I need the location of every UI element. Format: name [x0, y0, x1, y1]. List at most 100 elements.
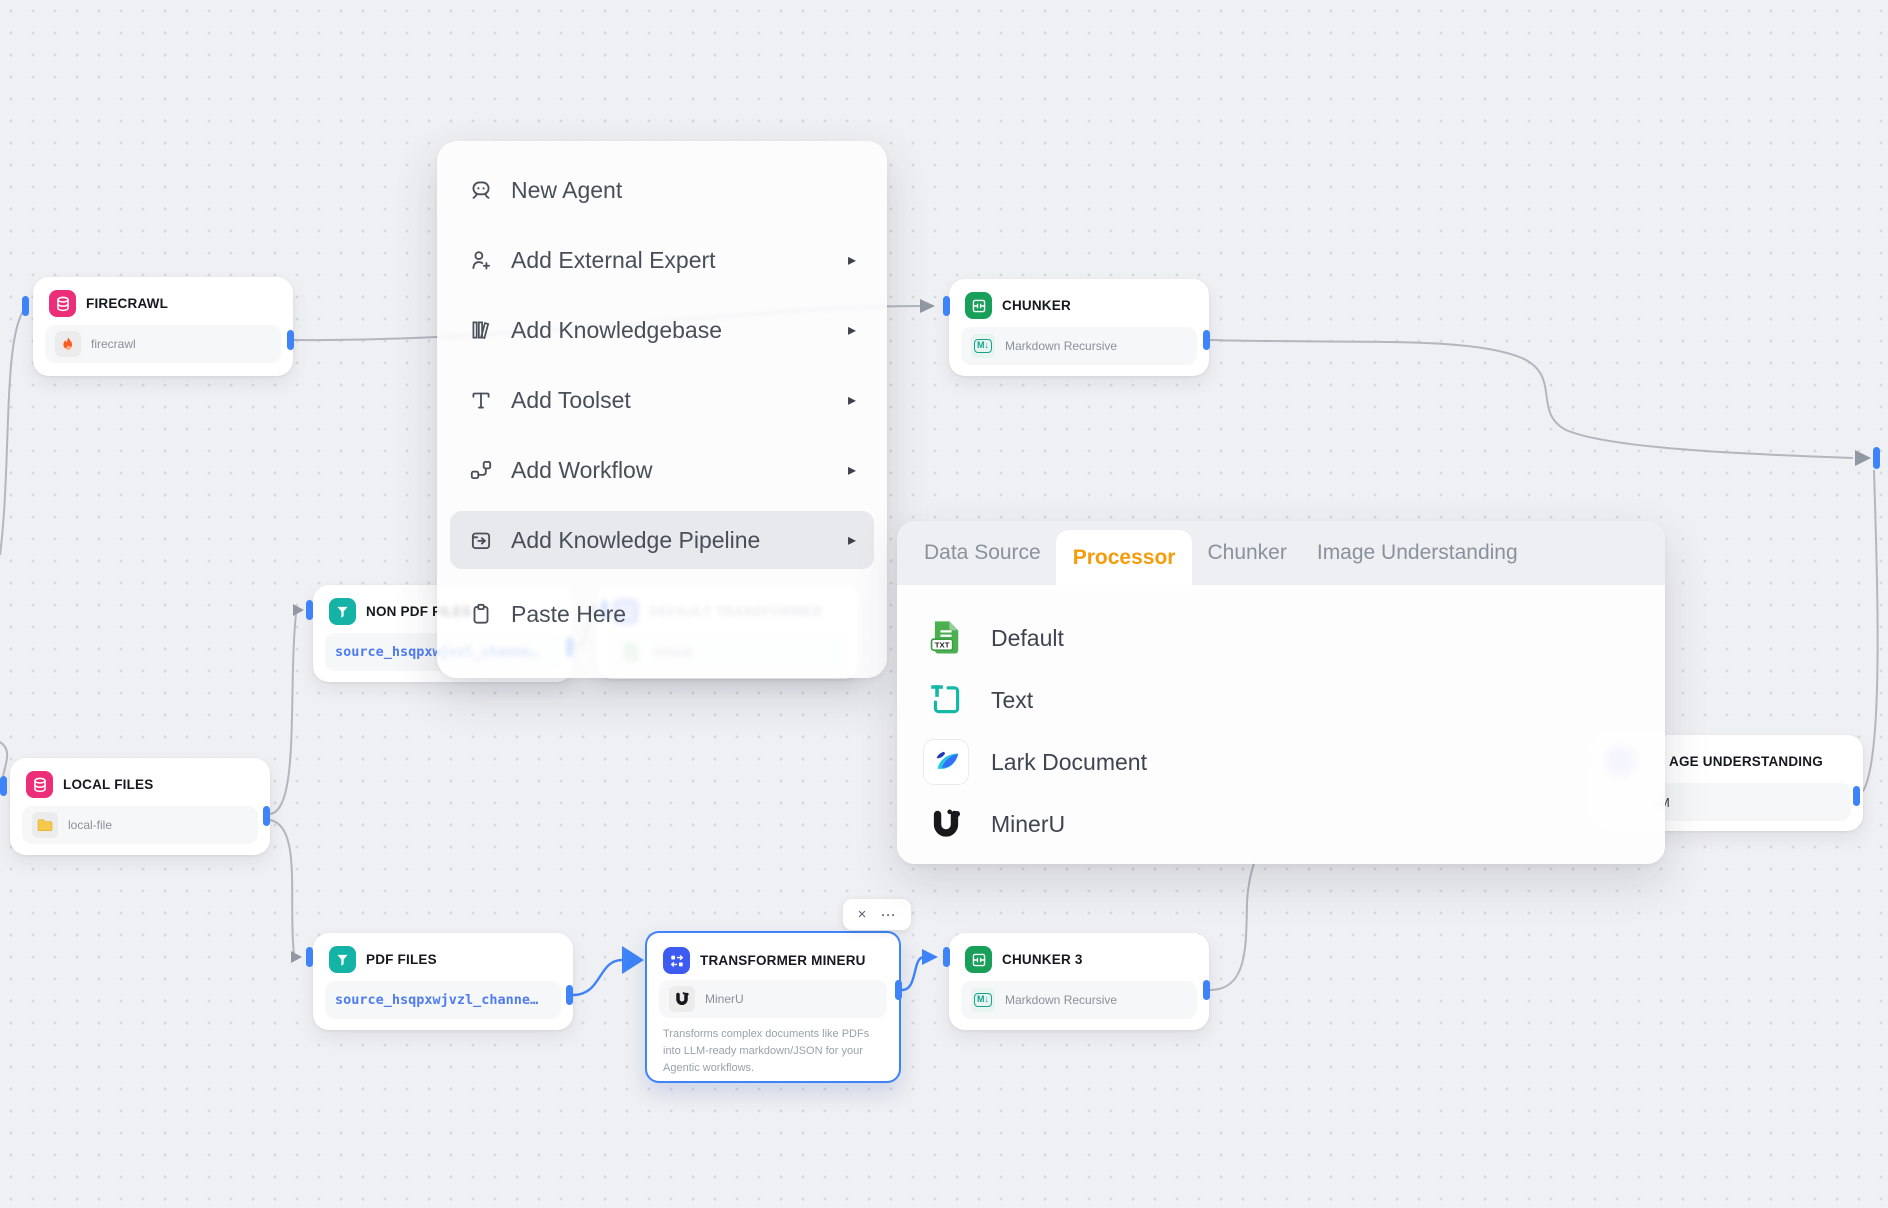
menu-item-paste-here[interactable]: Paste Here — [450, 585, 874, 643]
menu-item-add-knowledge-pipeline[interactable]: Add Knowledge Pipeline ▸ — [450, 511, 874, 569]
menu-item-add-toolset[interactable]: Add Toolset ▸ — [450, 371, 874, 429]
markdown-icon: M↓ — [971, 988, 995, 1012]
picker-item-text[interactable]: Text — [923, 669, 1639, 731]
port-firecrawl-in[interactable] — [22, 296, 29, 316]
node-title: FIRECRAWL — [86, 296, 169, 311]
port-pdf-out[interactable] — [566, 985, 573, 1005]
node-header: LOCAL FILES — [10, 758, 270, 806]
lark-icon — [923, 739, 969, 785]
port-chunker3-in[interactable] — [943, 947, 950, 967]
port-chunker3-out[interactable] — [1203, 980, 1210, 1000]
node-pdf-files[interactable]: PDF FILES source_hsqpxwjvzl_channe… — [313, 933, 573, 1030]
node-header: CHUNKER — [949, 279, 1209, 327]
workflow-icon — [468, 457, 494, 483]
node-header: FIRECRAWL — [33, 277, 293, 325]
picker-item-label: MinerU — [991, 810, 1066, 837]
node-chunker[interactable]: CHUNKER M↓ Markdown Recursive — [949, 279, 1209, 376]
menu-item-add-workflow[interactable]: Add Workflow ▸ — [450, 441, 874, 499]
menu-item-label: Add External Expert — [511, 246, 716, 273]
knowledge-pipeline-picker-panel: Data Source Processor Chunker Image Unde… — [897, 521, 1665, 864]
text-extract-icon — [923, 677, 969, 723]
node-body-label: source_hsqpxwjvzl_channe… — [335, 992, 539, 1008]
node-title: CHUNKER 3 — [1002, 952, 1083, 967]
edge-transformer-to-chunker3 — [901, 955, 925, 992]
port-chunker-out[interactable] — [1203, 330, 1210, 350]
menu-item-label: New Agent — [511, 176, 623, 203]
menu-item-add-knowledgebase[interactable]: Add Knowledgebase ▸ — [450, 301, 874, 359]
menu-item-label: Paste Here — [511, 600, 627, 627]
port-chunker-in[interactable] — [943, 296, 950, 316]
svg-text:TXT: TXT — [935, 640, 950, 649]
port-localfiles-out[interactable] — [263, 806, 270, 826]
arrowhead-blue — [622, 946, 644, 974]
edge-chunker-to-offscreen-right — [1209, 339, 1854, 459]
port-transformer-out[interactable] — [895, 980, 902, 1000]
node-body-field[interactable]: M↓ Markdown Recursive — [961, 327, 1197, 365]
menu-item-add-external-expert[interactable]: Add External Expert ▸ — [450, 231, 874, 289]
transformer-icon — [663, 947, 690, 974]
menu-item-label: Add Workflow — [511, 456, 653, 483]
arrowhead-blue — [922, 949, 938, 965]
database-icon — [49, 290, 76, 317]
menu-item-new-agent[interactable]: New Agent — [450, 161, 874, 219]
port-pdf-in[interactable] — [306, 947, 313, 967]
tab-processor[interactable]: Processor — [1055, 530, 1193, 585]
arrowhead — [920, 299, 935, 313]
port-imageunderstanding-out[interactable] — [1853, 786, 1860, 806]
submenu-arrow-icon: ▸ — [847, 322, 856, 339]
tab-data-source[interactable]: Data Source — [924, 541, 1041, 564]
picker-item-lark-document[interactable]: Lark Document — [923, 731, 1639, 793]
node-body-field[interactable]: MinerU — [659, 980, 887, 1018]
node-title: CHUNKER — [1002, 298, 1071, 313]
submenu-arrow-icon: ▸ — [847, 392, 856, 409]
node-firecrawl[interactable]: FIRECRAWL firecrawl — [33, 277, 293, 376]
submenu-arrow-icon: ▸ — [847, 252, 856, 269]
node-body-field[interactable]: local-file — [22, 806, 258, 844]
node-header: CHUNKER 3 — [949, 933, 1209, 981]
tab-chunker[interactable]: Chunker — [1207, 541, 1287, 564]
tab-image-understanding[interactable]: Image Understanding — [1316, 541, 1518, 564]
node-local-files[interactable]: LOCAL FILES local-file — [10, 758, 270, 855]
node-chunker-3[interactable]: CHUNKER 3 M↓ Markdown Recursive — [949, 933, 1209, 1030]
picker-item-label: Text — [991, 686, 1034, 713]
port-firecrawl-out[interactable] — [287, 330, 294, 350]
port-localfiles-in[interactable] — [0, 776, 7, 796]
node-description: Transforms complex documents like PDFs i… — [663, 1028, 870, 1075]
menu-item-label: Add Knowledgebase — [511, 316, 722, 343]
node-title: LOCAL FILES — [63, 777, 154, 792]
filter-icon — [329, 598, 356, 625]
picker-item-label: Lark Document — [991, 748, 1147, 775]
knowledgebase-icon — [468, 317, 494, 343]
node-title: AGE UNDERSTANDING — [1669, 754, 1823, 769]
submenu-arrow-icon: ▸ — [847, 462, 856, 479]
port-offscreen-node-in[interactable] — [1873, 447, 1880, 469]
picker-item-mineru[interactable]: MinerU — [923, 793, 1639, 855]
picker-item-label: Default — [991, 624, 1064, 651]
clipboard-icon — [468, 601, 494, 627]
node-body-field[interactable]: source_hsqpxwjvzl_channe… — [325, 981, 561, 1019]
submenu-arrow-icon: ▸ — [847, 532, 856, 549]
node-header: TRANSFORMER MINERU — [647, 933, 899, 980]
node-body-label: firecrawl — [91, 337, 136, 351]
chunker-icon — [965, 292, 992, 319]
more-options-icon[interactable]: ··· — [881, 907, 897, 922]
lark-icon-box — [923, 739, 969, 785]
edge-localfiles-to-nonpdf — [269, 613, 297, 815]
knowledge-pipeline-icon — [468, 527, 494, 553]
node-body-field[interactable]: firecrawl — [45, 325, 281, 363]
edge-localfiles-to-pdf — [269, 819, 295, 956]
menu-item-label: Add Toolset — [511, 386, 631, 413]
agent-icon — [468, 177, 494, 203]
picker-item-default[interactable]: TXT Default — [923, 607, 1639, 669]
txt-file-icon: TXT — [923, 615, 969, 661]
filter-icon — [329, 946, 356, 973]
close-icon[interactable]: × — [857, 906, 867, 923]
port-nonpdf-in[interactable] — [306, 600, 313, 620]
edge-imageunderstanding-to-offscreen-right — [1859, 469, 1879, 796]
node-transformer-mineru[interactable]: TRANSFORMER MINERU MinerU Transforms com… — [645, 931, 901, 1083]
picker-body: TXT Default Text Lark Document — [897, 585, 1665, 864]
edge-offscreen-to-firecrawl — [0, 305, 28, 556]
node-body-label: Markdown Recursive — [1005, 993, 1118, 1007]
node-body-field[interactable]: M↓ Markdown Recursive — [961, 981, 1197, 1019]
